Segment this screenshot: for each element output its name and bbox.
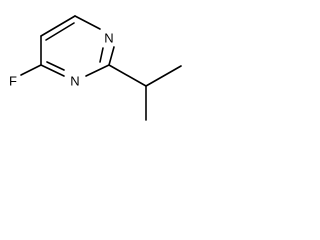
atom-label-n1: N bbox=[104, 31, 113, 46]
ring-double-bond-n1-c2-inner bbox=[99, 47, 104, 63]
bond-c2-ch bbox=[108, 64, 147, 87]
bond-ch-ch3-right bbox=[145, 65, 182, 87]
ring-double-bond-c5-c6-inner bbox=[45, 22, 75, 41]
ring-bond-c5-c6 bbox=[40, 15, 76, 37]
bond-c4-f bbox=[20, 64, 42, 76]
ring-bond-c2-n3 bbox=[85, 64, 110, 77]
ring-bond-c6-n1 bbox=[74, 15, 101, 30]
atom-label-n3: N bbox=[70, 74, 79, 89]
molecule-structure: N N F bbox=[9, 15, 182, 121]
ring-double-bond-n3-c4-inner bbox=[46, 61, 65, 71]
ring-bond-n3-c4 bbox=[40, 64, 65, 77]
ring-bond-n1-c2 bbox=[108, 46, 115, 66]
atom-label-f: F bbox=[9, 74, 17, 89]
